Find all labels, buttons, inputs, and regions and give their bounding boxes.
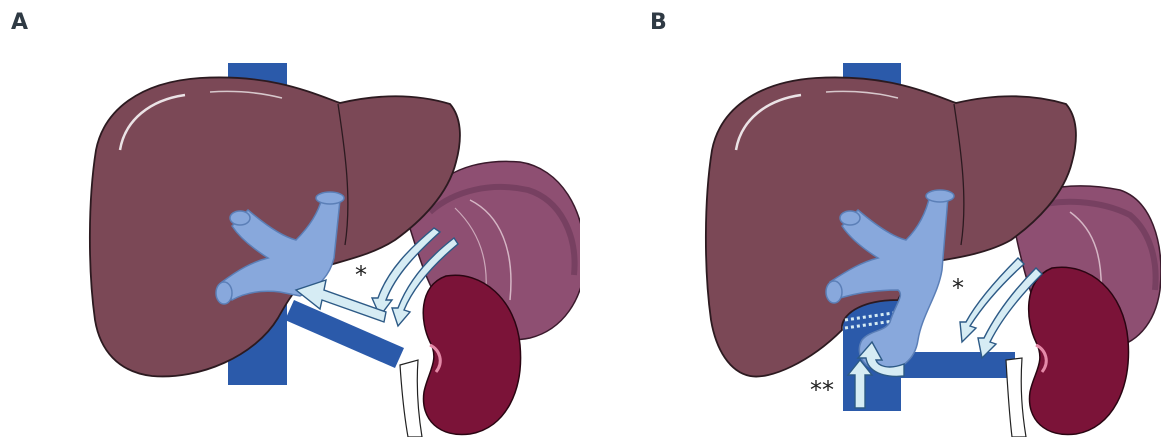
kidney (400, 275, 521, 437)
asterisk-marker: * (355, 261, 367, 289)
asterisk-marker: * (952, 274, 964, 302)
double-asterisk-marker: ** (810, 376, 834, 404)
panel-b-illustration: * ** (618, 0, 1161, 437)
splenic-vein (285, 300, 404, 368)
panel-a-illustration: * (0, 0, 580, 437)
panel-a: A (0, 0, 580, 437)
panel-b: B (618, 0, 1161, 437)
